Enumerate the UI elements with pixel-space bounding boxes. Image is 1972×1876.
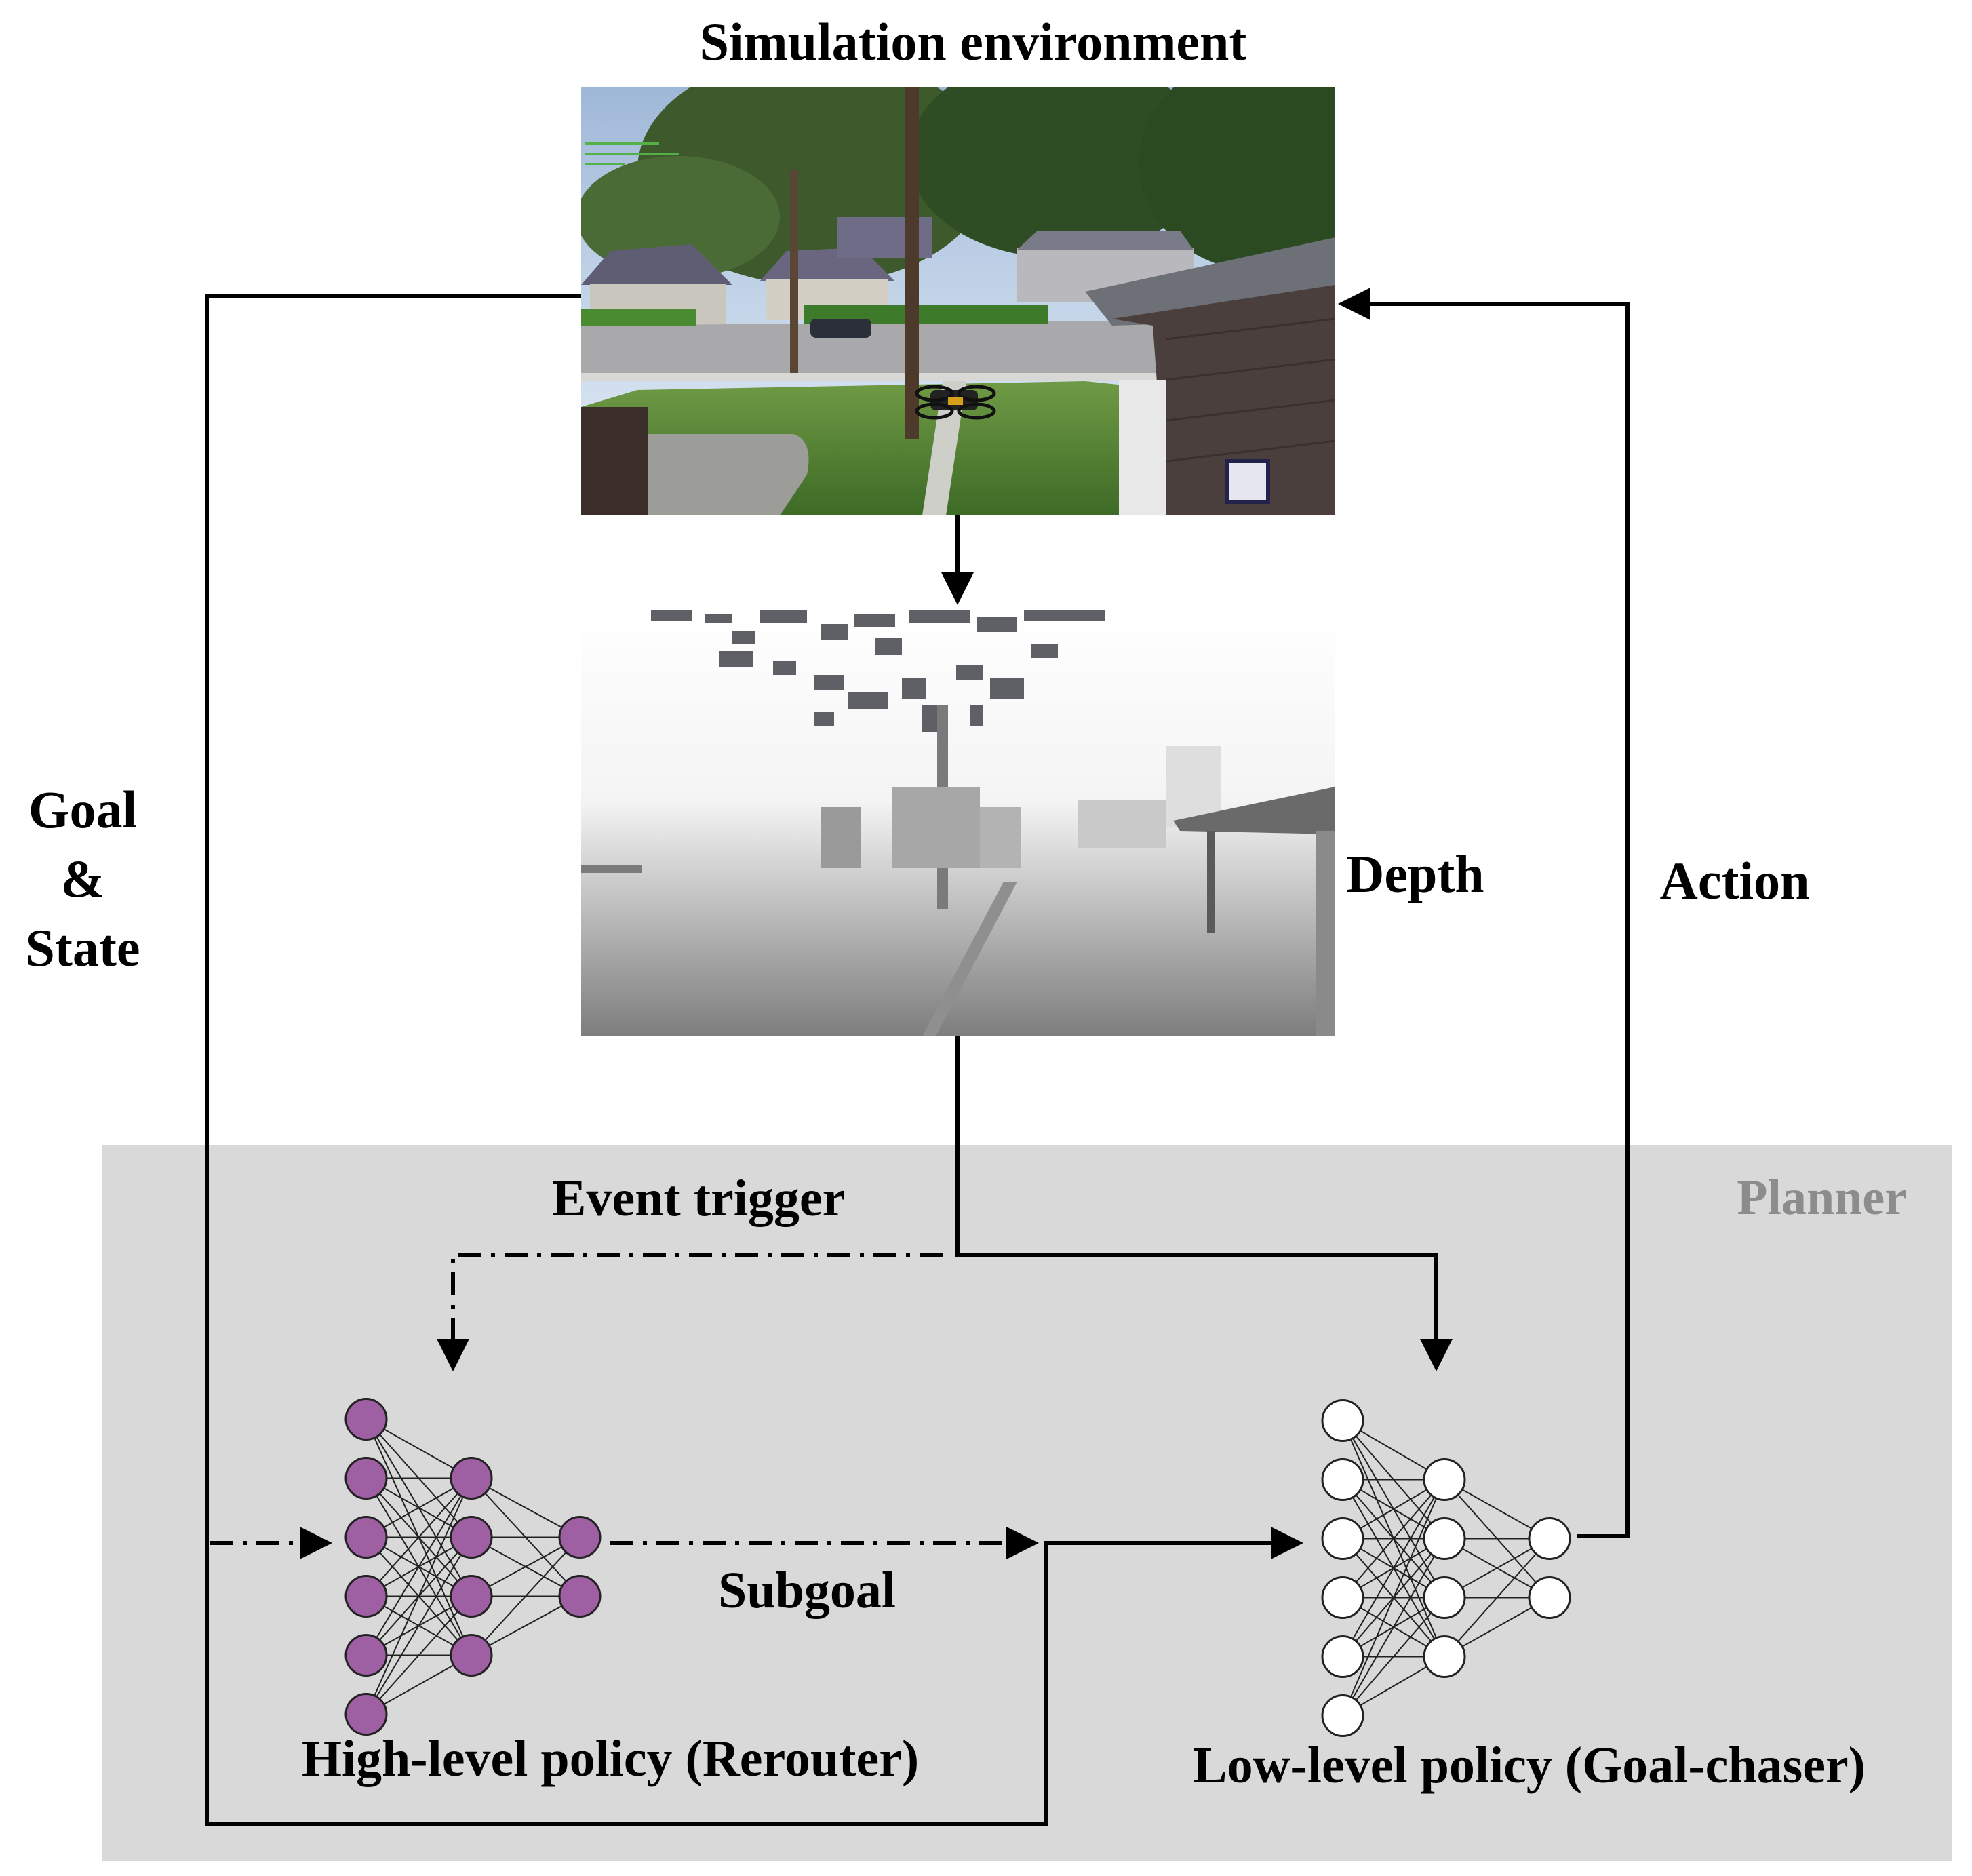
high-level-neuron-node bbox=[344, 1634, 388, 1677]
depth-to-low-level-arrow bbox=[955, 1036, 1453, 1371]
low-level-policy-label: Low-level policy (Goal-chaser) bbox=[1193, 1737, 1866, 1794]
low-level-policy-network bbox=[1321, 1399, 1571, 1737]
high-level-neuron-node bbox=[344, 1693, 388, 1736]
low-level-neuron-edge bbox=[1342, 1479, 1445, 1657]
high-level-neuron-edge bbox=[366, 1477, 472, 1656]
event-trigger-arrow bbox=[437, 1253, 943, 1371]
high-level-neuron-node bbox=[450, 1516, 493, 1559]
low-level-neuron-node bbox=[1321, 1458, 1364, 1501]
high-level-neuron-edge bbox=[471, 1536, 580, 1656]
simulation-environment-image bbox=[581, 87, 1335, 515]
low-level-neuron-edge bbox=[1444, 1538, 1550, 1658]
low-level-neuron-node bbox=[1528, 1576, 1571, 1619]
low-level-neuron-node bbox=[1321, 1576, 1364, 1619]
planner-label: Planner bbox=[1737, 1170, 1907, 1226]
high-level-neuron-node bbox=[450, 1634, 493, 1677]
subgoal-label: Subgoal bbox=[718, 1562, 896, 1619]
high-level-neuron-node bbox=[344, 1457, 388, 1500]
state-label: State bbox=[26, 918, 140, 977]
low-level-neuron-node bbox=[1423, 1458, 1466, 1501]
high-level-policy-label: High-level policy (Rerouter) bbox=[302, 1730, 919, 1787]
high-level-neuron-edge bbox=[366, 1536, 472, 1715]
action-label: Action bbox=[1660, 851, 1810, 910]
low-level-neuron-node bbox=[1423, 1576, 1466, 1619]
low-level-neuron-edge bbox=[1342, 1597, 1445, 1717]
low-level-neuron-edge bbox=[1342, 1479, 1445, 1599]
action-arrow bbox=[1338, 288, 1630, 1538]
ampersand-label: & bbox=[61, 849, 105, 908]
low-level-neuron-node bbox=[1528, 1517, 1571, 1560]
low-level-neuron-edge bbox=[1342, 1538, 1445, 1716]
drone-icon bbox=[915, 385, 996, 420]
goal-state-line bbox=[205, 294, 1303, 1826]
low-level-neuron-node bbox=[1321, 1399, 1364, 1442]
low-level-neuron-node bbox=[1321, 1635, 1364, 1678]
low-level-neuron-node bbox=[1423, 1635, 1466, 1678]
depth-image bbox=[581, 609, 1335, 1036]
goal-label: Goal bbox=[28, 780, 137, 839]
simulation-environment-label: Simulation environment bbox=[700, 12, 1247, 71]
low-level-neuron-node bbox=[1321, 1694, 1364, 1737]
high-level-neuron-edge bbox=[366, 1477, 472, 1597]
low-level-neuron-node bbox=[1321, 1517, 1364, 1560]
high-level-neuron-edge bbox=[366, 1478, 472, 1715]
high-level-neuron-node bbox=[344, 1516, 388, 1559]
high-level-neuron-node bbox=[344, 1575, 388, 1618]
high-level-neuron-node bbox=[344, 1398, 388, 1441]
high-level-neuron-node bbox=[450, 1457, 493, 1500]
high-level-neuron-node bbox=[450, 1575, 493, 1618]
high-level-policy-network bbox=[344, 1398, 602, 1736]
depth-label: Depth bbox=[1346, 844, 1484, 903]
high-level-neuron-edge bbox=[366, 1595, 472, 1715]
low-level-neuron-node bbox=[1423, 1517, 1466, 1560]
low-level-neuron-edge bbox=[1342, 1479, 1445, 1716]
high-level-neuron-node bbox=[558, 1516, 602, 1559]
event-trigger-label: Event trigger bbox=[552, 1170, 846, 1227]
high-level-neuron-node bbox=[558, 1575, 602, 1618]
